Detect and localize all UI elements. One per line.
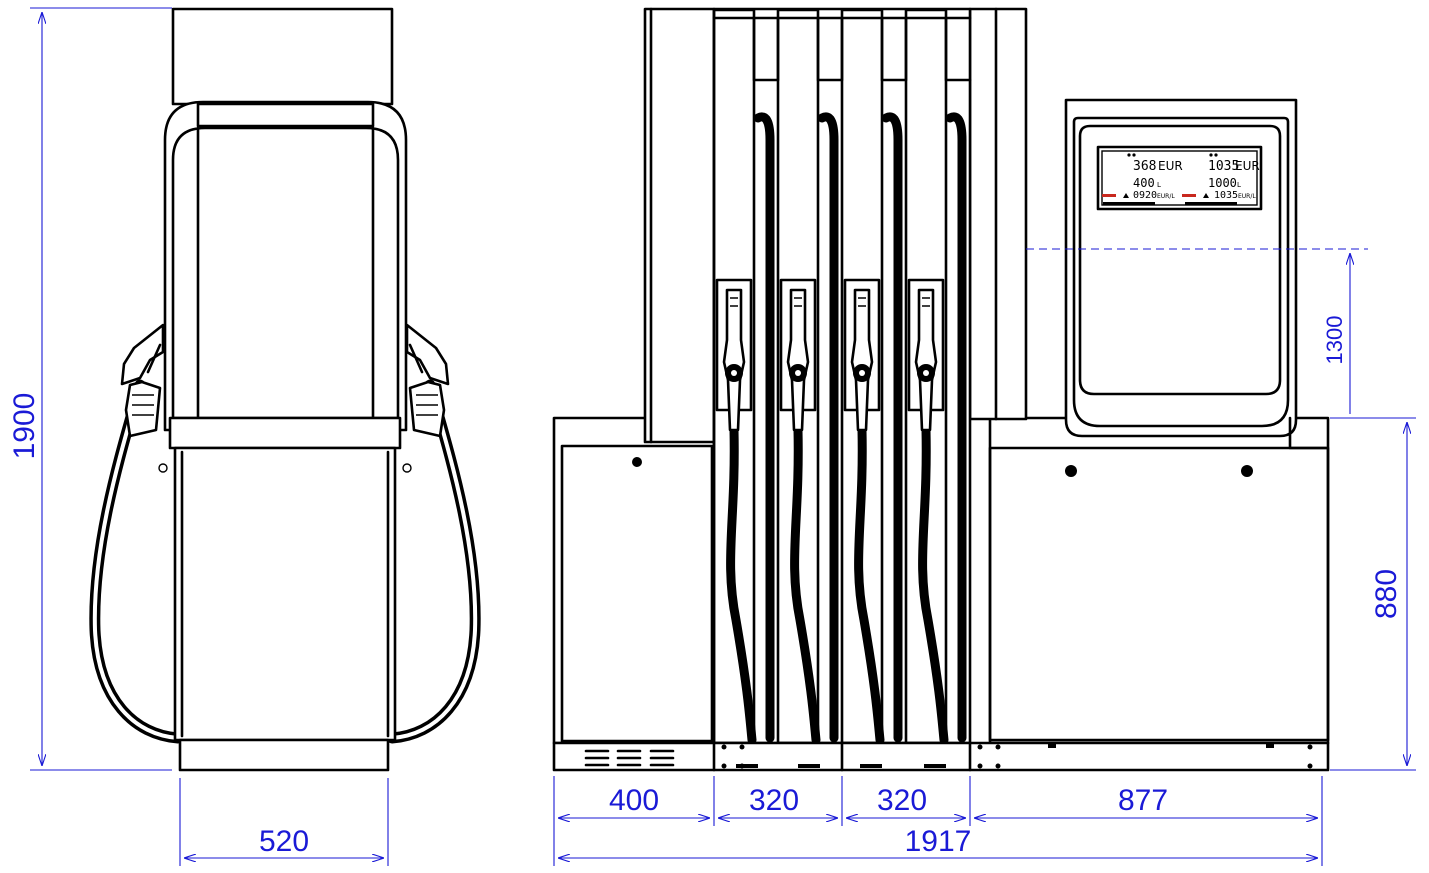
front-right-column xyxy=(968,7,1028,421)
side-nozzle-left xyxy=(120,323,165,438)
side-head-frame xyxy=(163,100,408,432)
lcd-price-left: 0920 xyxy=(1133,190,1157,201)
front-base xyxy=(552,741,1330,772)
front-nozzle-4 xyxy=(907,278,945,432)
side-cabinet xyxy=(173,446,397,742)
lcd-price-left-unit: EUR/L xyxy=(1157,193,1175,200)
dim-seg-4: 877 xyxy=(1118,784,1168,817)
side-top-column xyxy=(171,7,394,106)
front-left-cabinet xyxy=(552,416,716,745)
lcd-volume-left-unit: L xyxy=(1157,181,1161,189)
front-nozzle-2 xyxy=(779,278,817,432)
lcd-logo-left xyxy=(1102,194,1116,197)
lcd-amount-left: 368 xyxy=(1133,159,1156,174)
dim-seg-2: 320 xyxy=(749,784,799,817)
lcd-logo-right xyxy=(1182,194,1196,197)
base-bolts xyxy=(721,744,1313,769)
dim-seg-1: 400 xyxy=(609,784,659,817)
lcd-volume-right-unit: L xyxy=(1237,181,1241,189)
front-right-cabinet xyxy=(988,416,1330,745)
lcd-amount-left-unit: EUR xyxy=(1158,159,1183,173)
side-hose-right xyxy=(386,379,481,744)
lcd-price-right: 1035 xyxy=(1214,190,1238,201)
side-hose-left xyxy=(89,379,184,744)
dim-seg-3: 320 xyxy=(877,784,927,817)
lcd-volume-right: 1000 xyxy=(1208,176,1237,190)
front-nozzle-1 xyxy=(715,278,753,432)
front-left-column xyxy=(643,7,716,444)
base-vents xyxy=(584,749,675,767)
dim-height-total: 1900 xyxy=(8,393,41,460)
left-cabinet-lock xyxy=(632,457,642,467)
lcd-price-right-unit: EUR/L xyxy=(1238,193,1256,200)
lcd-volume-left: 400 xyxy=(1133,176,1155,190)
right-cabinet-lock-2 xyxy=(1241,465,1253,477)
side-base xyxy=(178,738,390,772)
side-bolt-right xyxy=(402,463,412,473)
side-bolt-left xyxy=(158,463,168,473)
side-view: 1900 520 xyxy=(8,7,481,866)
dim-width-side: 520 xyxy=(259,825,309,858)
front-nozzle-3 xyxy=(843,278,881,432)
dim-total-width: 1917 xyxy=(905,825,972,858)
lcd-amount-right-unit: EUR xyxy=(1235,159,1260,173)
lcd-amount-right: 1035 xyxy=(1208,159,1239,174)
right-cabinet-lock-1 xyxy=(1065,465,1077,477)
dim-cabinet-height: 880 xyxy=(1370,569,1403,619)
side-nozzle-right xyxy=(405,323,450,438)
lcd-display: 368 EUR 1035 EUR 400 L 1000 L 0920 EUR/L… xyxy=(1096,145,1263,211)
dim-display-height: 1300 xyxy=(1322,316,1347,365)
front-hoses xyxy=(726,112,967,745)
side-band xyxy=(168,416,402,450)
front-view: 368 EUR 1035 EUR 400 L 1000 L 0920 EUR/L… xyxy=(552,7,1416,866)
